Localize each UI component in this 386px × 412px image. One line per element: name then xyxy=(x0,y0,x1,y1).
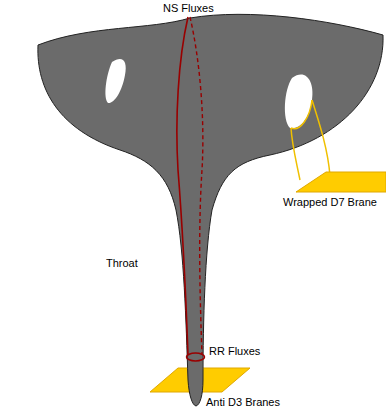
hole xyxy=(285,74,313,128)
ns-flux-loop-back xyxy=(190,17,203,355)
label: Throat xyxy=(106,257,138,270)
label: Wrapped D7 Brane xyxy=(283,196,377,209)
d7-brane-wrap xyxy=(291,128,300,180)
label: Anti D3 Branes xyxy=(206,396,280,409)
d7-brane-wrap xyxy=(291,100,312,129)
ns-flux-loop xyxy=(177,17,188,355)
d7-brane-wrap xyxy=(312,100,330,176)
hole xyxy=(105,59,125,103)
label: NS Fluxes xyxy=(163,2,214,15)
label: RR Fluxes xyxy=(209,345,260,358)
calabi-yau-surface xyxy=(38,14,383,406)
rr-flux-ring xyxy=(187,353,205,361)
d7-brane-plane xyxy=(296,172,386,192)
